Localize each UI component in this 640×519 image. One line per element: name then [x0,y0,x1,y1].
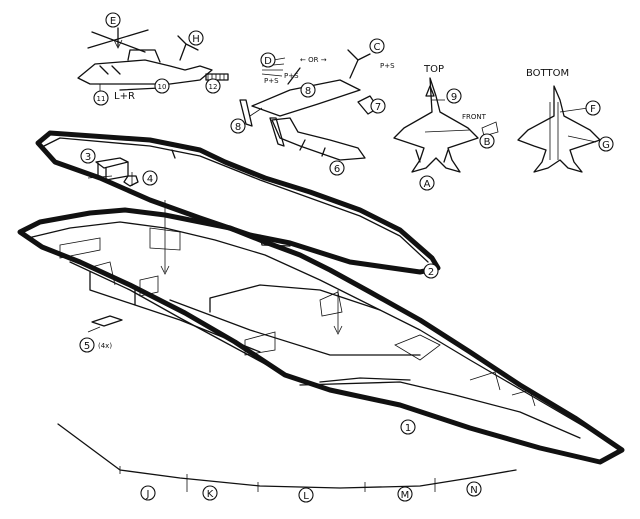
svg-text:2: 2 [428,267,434,278]
note-front: FRONT [462,113,487,121]
callout-N: N [466,481,482,497]
svg-text:G: G [602,140,610,151]
callout-B: B [479,133,495,149]
callout-L: L [298,487,314,503]
svg-text:10: 10 [158,83,167,91]
callout-2: 2 [423,263,439,279]
callout-F: F [585,100,601,116]
svg-text:6: 6 [334,164,340,175]
svg-text:11: 11 [97,95,106,103]
svg-text:D: D [264,56,272,67]
callout-J: J [140,485,156,501]
svg-text:K: K [207,489,214,500]
svg-text:9: 9 [451,92,457,103]
note-ps-rotor: P+S [380,62,395,70]
callout-C: C [369,38,385,54]
svg-text:B: B [484,137,491,148]
svg-text:1: 1 [405,423,411,434]
svg-text:C: C [374,42,381,53]
svg-text:J: J [146,489,150,500]
callout-5: 5 [79,337,95,353]
fighter-top-view [393,77,499,173]
callout-1: 1 [400,419,416,435]
callout-D: D [260,52,276,68]
svg-text:N: N [470,485,477,496]
svg-text:L: L [303,491,309,502]
svg-text:3: 3 [85,152,91,163]
svg-text:F: F [590,104,596,115]
view-title-bottom: BOTTOM [526,68,569,79]
callout-8a: 8 [230,118,246,134]
callout-E: E [105,12,121,28]
flight-deck [35,130,441,275]
note-or: ← OR → [300,56,327,64]
keel-segment-line [57,423,517,492]
callout-11: 11 [93,90,109,106]
view-title-top: TOP [423,64,444,75]
svg-text:4: 4 [147,174,153,185]
part-5 [87,315,123,333]
svg-text:8: 8 [235,122,241,133]
helicopter-drawing [77,27,229,92]
callout-10: 10 [154,78,170,94]
callout-K: K [202,485,218,501]
note-quantity: (4x) [98,342,112,350]
callout-9: 9 [446,88,462,104]
svg-text:12: 12 [209,83,218,91]
callout-6: 6 [329,160,345,176]
callout-8b: 8 [300,82,316,98]
svg-text:5: 5 [84,341,90,352]
callout-7: 7 [370,98,386,114]
callout-A: A [419,175,435,191]
svg-text:7: 7 [375,102,381,113]
svg-text:H: H [192,34,200,45]
note-ps-prop: P+S [284,72,299,80]
radar-part [123,172,139,187]
fighter-bottom-view [517,85,601,173]
note-lr: L+R [114,91,135,102]
callout-M: M [397,486,413,502]
svg-text:A: A [424,179,431,190]
callout-4: 4 [142,170,158,186]
svg-text:E: E [110,16,116,27]
callout-12: 12 [205,78,221,94]
callout-G: G [598,136,614,152]
callout-3: 3 [80,148,96,164]
svg-text:8: 8 [305,86,311,97]
callout-H: H [188,30,204,46]
note-ps-tiltrotor: P+S [264,77,279,85]
svg-text:M: M [401,490,410,501]
tiltrotor-drawing [239,49,379,161]
ship-hull [17,200,625,465]
